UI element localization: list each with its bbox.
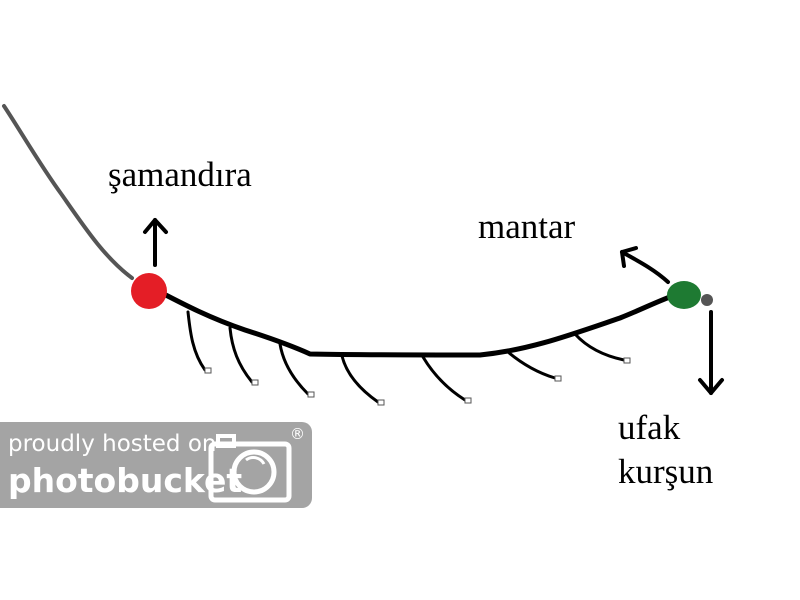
cork-label: mantar [478,207,576,246]
rod-line [2,104,134,280]
hook-line-2 [228,326,254,384]
sinker-label-line2: kurşun [618,452,714,491]
hook-7 [623,357,631,364]
hook-line-4 [340,354,380,404]
hook-6 [554,375,562,382]
hook-line-7 [573,332,626,362]
photobucket-watermark: proudly hosted on photobucket ® [0,422,312,508]
hook-4 [377,399,385,406]
camera-icon [208,434,292,503]
float-arrow [143,218,168,267]
hook-line-1 [186,310,207,372]
float-label: şamandıra [108,155,252,194]
hook-line-5 [421,355,467,402]
hook-5 [464,397,472,404]
hook-3 [307,391,315,398]
hooks [204,357,631,406]
sinker-marker [701,294,713,306]
sinker-label-line1: ufak [618,408,681,447]
registered-mark: ® [290,425,305,443]
cork-marker [667,281,701,309]
hook-line-3 [278,342,310,396]
hook-1 [204,367,212,374]
sinker-arrow [698,310,724,395]
cork-arrow [620,246,670,284]
hook-lines [186,310,626,404]
main-line [157,289,681,358]
watermark-line2: photobucket [8,461,243,500]
watermark-line1: proudly hosted on [8,431,217,457]
hook-2 [251,379,259,386]
hook-line-6 [506,350,557,380]
float-marker [131,273,167,309]
